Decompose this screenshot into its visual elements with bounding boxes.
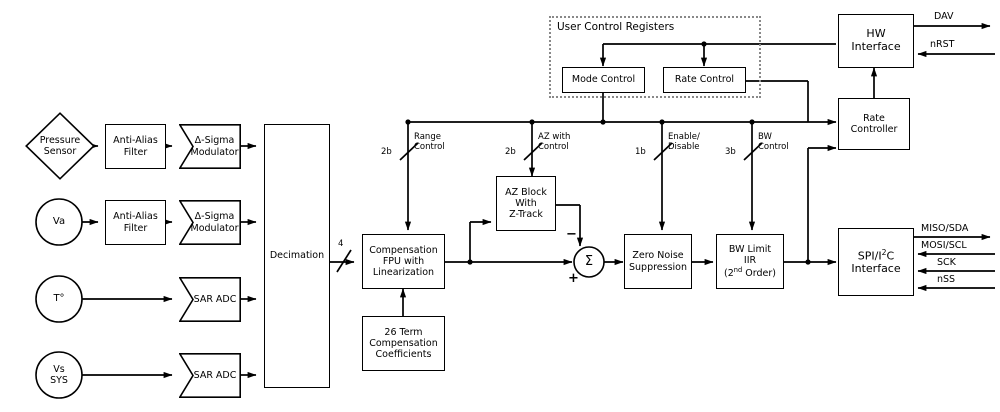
compensation-fpu-line1: Compensation — [369, 244, 438, 256]
decimation[interactable]: Decimation — [264, 124, 330, 388]
summer-minus-sign: − — [566, 227, 577, 242]
az-with-control-bus-width: 2b — [505, 147, 516, 157]
miso-sda-signal-label: MISO/SDA — [921, 223, 969, 234]
bw-control-bus-label: BW Control — [758, 132, 789, 153]
sar-adc-1-label: SAR ADC — [193, 293, 237, 305]
enable-disable-bus-label: Enable/ Disable — [668, 132, 700, 153]
zero-noise-suppression-line2: Suppression — [628, 261, 688, 273]
rate-controller-line2: Controller — [850, 124, 898, 135]
nrst-signal-label: nRST — [930, 39, 955, 50]
az-block-line1: AZ Block — [505, 186, 547, 198]
temperature-source[interactable]: T° — [35, 275, 83, 323]
va-source[interactable]: Va — [35, 198, 83, 246]
nss-signal-label: nSS — [937, 274, 956, 285]
bw-limit-iir-ordinal: nd — [733, 265, 743, 274]
range-control-line1: Range — [414, 132, 441, 142]
user-control-registers-group — [549, 16, 761, 98]
range-control-line2: Control — [414, 141, 445, 152]
pressure-sensor-label-1: Pressure — [39, 134, 81, 146]
az-block[interactable]: AZ Block With Z-Track — [496, 176, 556, 231]
delta-sigma-modulator-1[interactable]: Δ-Sigma Modulator — [179, 124, 241, 169]
delta-sigma-modulator-1-line2: Modulator — [190, 146, 239, 158]
rate-control-label: Rate Control — [674, 74, 735, 86]
mosi-scl-signal-label: MOSI/SCL — [921, 240, 967, 251]
compensation-fpu[interactable]: Compensation FPU with Linearization — [362, 234, 445, 289]
sck-signal-label: SCK — [937, 257, 956, 268]
bw-limit-iir-line1: BW Limit — [728, 244, 772, 256]
compensation-fpu-line3: Linearization — [372, 267, 435, 279]
summer-label: Σ — [584, 254, 594, 270]
vs-sys-label-2: SYS — [50, 375, 68, 386]
compensation-fpu-line2: FPU with — [382, 255, 425, 267]
rate-controller[interactable]: Rate Controller — [838, 98, 910, 150]
mode-control-label: Mode Control — [571, 74, 636, 86]
range-control-bus-label: Range Control — [414, 132, 445, 153]
mode-control[interactable]: Mode Control — [562, 67, 645, 93]
hw-interface-line2: Interface — [851, 40, 901, 53]
hw-interface[interactable]: HW Interface — [838, 14, 914, 68]
anti-alias-filter-2[interactable]: Anti-Alias Filter — [105, 200, 166, 245]
compensation-coefficients-line2: Compensation — [369, 337, 438, 349]
zero-noise-suppression-line1: Zero Noise — [632, 250, 684, 262]
bw-limit-iir[interactable]: BW Limit IIR (2nd Order) — [716, 234, 784, 289]
dav-signal-label: DAV — [934, 11, 954, 22]
spi-i2c-superscript: 2 — [881, 247, 887, 257]
delta-sigma-modulator-1-line1: Δ-Sigma — [194, 135, 235, 147]
rate-controller-line1: Rate — [863, 112, 885, 124]
decimation-output-bus-width: 4 — [338, 239, 344, 249]
spi-i2c-interface-line2: Interface — [851, 262, 901, 276]
compensation-coefficients[interactable]: 26 Term Compensation Coefficients — [362, 316, 445, 371]
bw-limit-iir-line2: IIR — [743, 255, 757, 267]
temperature-source-label: T° — [53, 293, 65, 305]
compensation-coefficients-line3: Coefficients — [375, 349, 432, 361]
enable-disable-line1: Enable/ — [668, 132, 700, 142]
spi-i2c-interface-line1: SPI/I2C — [858, 248, 894, 264]
enable-disable-line2: Disable — [668, 141, 700, 152]
pressure-sensor[interactable]: Pressure Sensor — [25, 112, 95, 180]
summer-plus-sign: + — [568, 271, 579, 286]
bw-control-bus-width: 3b — [725, 147, 736, 157]
anti-alias-filter-2-line1: Anti-Alias — [113, 211, 158, 223]
vs-sys-source[interactable]: Vs SYS — [35, 351, 83, 399]
range-control-bus-width: 2b — [381, 147, 392, 157]
anti-alias-filter-2-line2: Filter — [123, 222, 148, 234]
rate-control[interactable]: Rate Control — [663, 67, 746, 93]
hw-interface-line1: HW — [866, 27, 886, 41]
az-with-control-line2: Control — [538, 141, 569, 152]
user-control-registers-label: User Control Registers — [557, 21, 675, 33]
zero-noise-suppression[interactable]: Zero Noise Suppression — [624, 234, 692, 289]
az-block-line3: Z-Track — [509, 209, 543, 221]
spi-i2c-interface[interactable]: SPI/I2C Interface — [838, 228, 914, 296]
vs-sys-label-1: Vs — [53, 363, 65, 375]
sar-adc-1[interactable]: SAR ADC — [179, 277, 241, 322]
az-block-line2: With — [515, 197, 537, 209]
anti-alias-filter-1-line2: Filter — [123, 146, 148, 158]
sar-adc-2-label: SAR ADC — [193, 369, 237, 381]
va-source-label: Va — [52, 216, 66, 228]
az-with-control-bus-label: AZ with Control — [538, 132, 571, 153]
delta-sigma-modulator-2-line1: Δ-Sigma — [194, 211, 235, 223]
bw-limit-iir-line3-b: Order) — [742, 267, 776, 279]
anti-alias-filter-1-line1: Anti-Alias — [113, 135, 158, 147]
summer[interactable]: Σ — [573, 246, 605, 278]
bw-limit-iir-line3: (2nd Order) — [724, 265, 776, 279]
delta-sigma-modulator-2[interactable]: Δ-Sigma Modulator — [179, 200, 241, 245]
bw-limit-iir-line3-a: (2 — [724, 267, 734, 279]
bw-control-line2: Control — [758, 141, 789, 152]
decimation-label: Decimation — [269, 250, 325, 262]
az-with-control-line1: AZ with — [538, 132, 571, 142]
anti-alias-filter-1[interactable]: Anti-Alias Filter — [105, 124, 166, 169]
sar-adc-2[interactable]: SAR ADC — [179, 353, 241, 398]
delta-sigma-modulator-2-line2: Modulator — [190, 222, 239, 234]
compensation-coefficients-line1: 26 Term — [384, 326, 423, 338]
spi-i2c-line1-b: C — [886, 249, 895, 263]
enable-disable-bus-width: 1b — [635, 147, 646, 157]
spi-i2c-line1-a: SPI/I — [857, 249, 882, 263]
bw-control-line1: BW — [758, 132, 772, 142]
pressure-sensor-label-2: Sensor — [43, 146, 77, 157]
